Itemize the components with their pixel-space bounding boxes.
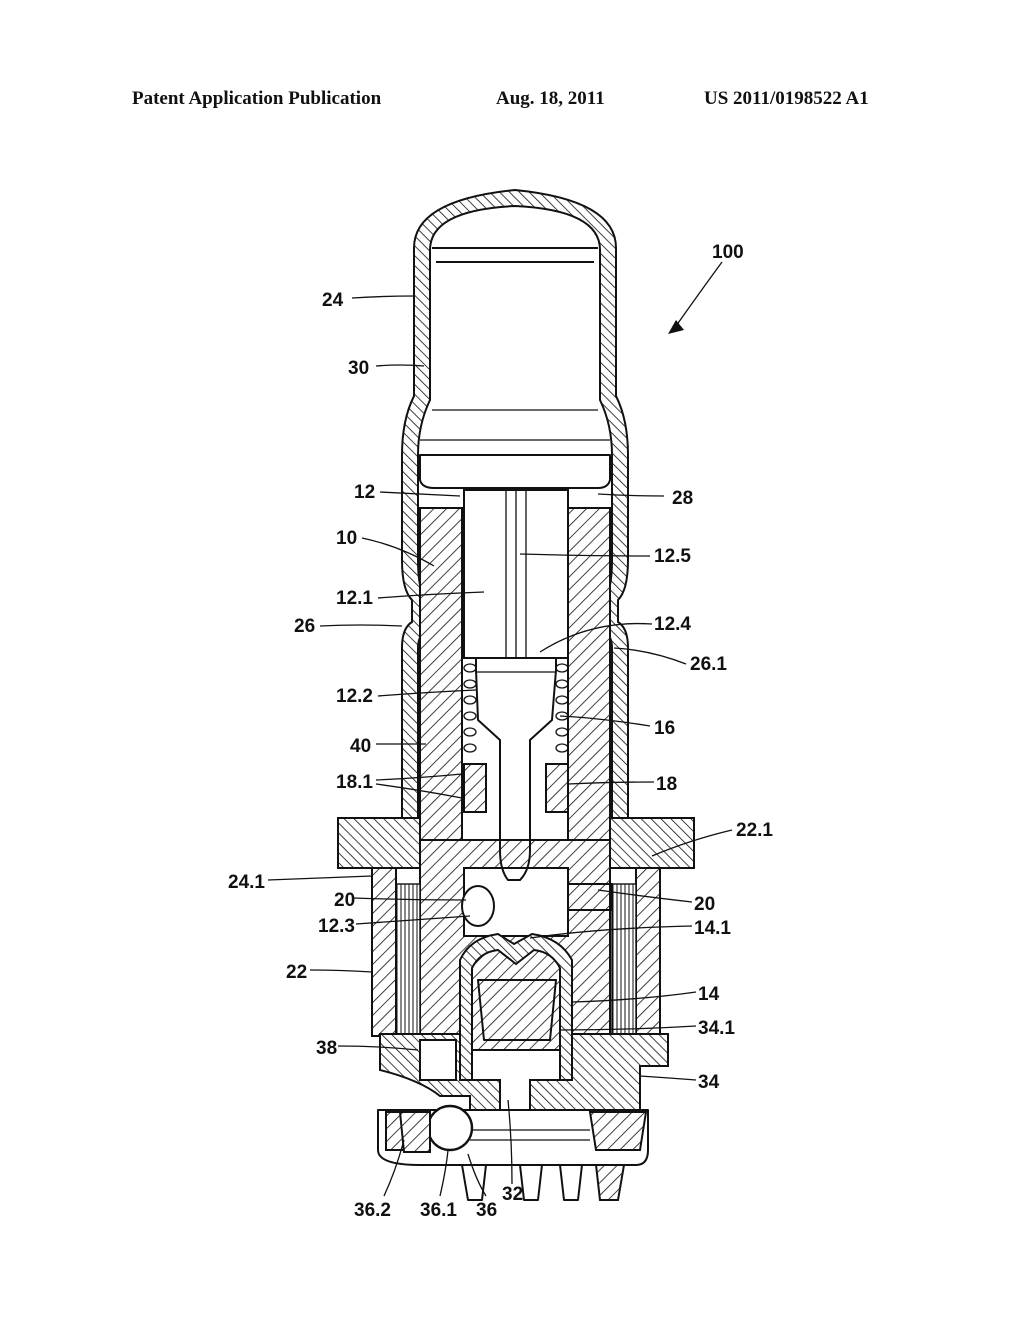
label-24-1: 24.1 bbox=[228, 872, 265, 893]
label-34-1: 34.1 bbox=[698, 1018, 735, 1039]
label-100: 100 bbox=[712, 242, 744, 263]
label-16: 16 bbox=[654, 718, 675, 739]
label-18-1: 18.1 bbox=[336, 772, 373, 793]
spring bbox=[463, 663, 569, 753]
ring bbox=[463, 763, 569, 813]
label-20-left: 20 bbox=[334, 890, 355, 911]
label-38: 38 bbox=[316, 1038, 337, 1059]
publication-date: Aug. 18, 2011 bbox=[496, 88, 605, 109]
label-26: 26 bbox=[294, 616, 315, 637]
reference-labels: 100 24 30 12 28 10 12.5 12.1 26 12.4 26.… bbox=[228, 242, 773, 1221]
label-36-1: 36.1 bbox=[420, 1200, 457, 1221]
plunger bbox=[463, 489, 569, 881]
base bbox=[377, 1033, 669, 1166]
arrow-100 bbox=[668, 261, 723, 334]
label-28: 28 bbox=[672, 488, 693, 509]
label-14: 14 bbox=[698, 984, 720, 1005]
label-12-2: 12.2 bbox=[336, 686, 373, 707]
label-12-4: 12.4 bbox=[654, 614, 691, 635]
label-40: 40 bbox=[350, 736, 371, 757]
publication-type: Patent Application Publication bbox=[132, 88, 382, 109]
label-22: 22 bbox=[286, 962, 307, 983]
label-12-3: 12.3 bbox=[318, 916, 355, 937]
label-36: 36 bbox=[476, 1200, 497, 1221]
label-30: 30 bbox=[348, 358, 369, 379]
label-12-1: 12.1 bbox=[336, 588, 373, 609]
label-14-1: 14.1 bbox=[694, 918, 731, 939]
label-18: 18 bbox=[656, 774, 677, 795]
legs bbox=[461, 1164, 626, 1201]
page-header: Patent Application Publication Aug. 18, … bbox=[0, 88, 1024, 118]
label-24: 24 bbox=[322, 290, 344, 311]
ball-valve bbox=[398, 1104, 474, 1153]
label-34: 34 bbox=[698, 1072, 720, 1093]
label-22-1: 22.1 bbox=[736, 820, 773, 841]
label-26-1: 26.1 bbox=[690, 654, 727, 675]
label-36-2: 36.2 bbox=[354, 1200, 391, 1221]
leader-lines bbox=[267, 295, 733, 1197]
cap-flange bbox=[337, 817, 695, 869]
label-12-5: 12.5 bbox=[654, 546, 691, 567]
publication-number: US 2011/0198522 A1 bbox=[704, 88, 869, 109]
cap-insert bbox=[419, 247, 611, 489]
label-10: 10 bbox=[336, 528, 357, 549]
label-12: 12 bbox=[354, 482, 375, 503]
label-32: 32 bbox=[502, 1184, 523, 1205]
label-20-right: 20 bbox=[694, 894, 715, 915]
